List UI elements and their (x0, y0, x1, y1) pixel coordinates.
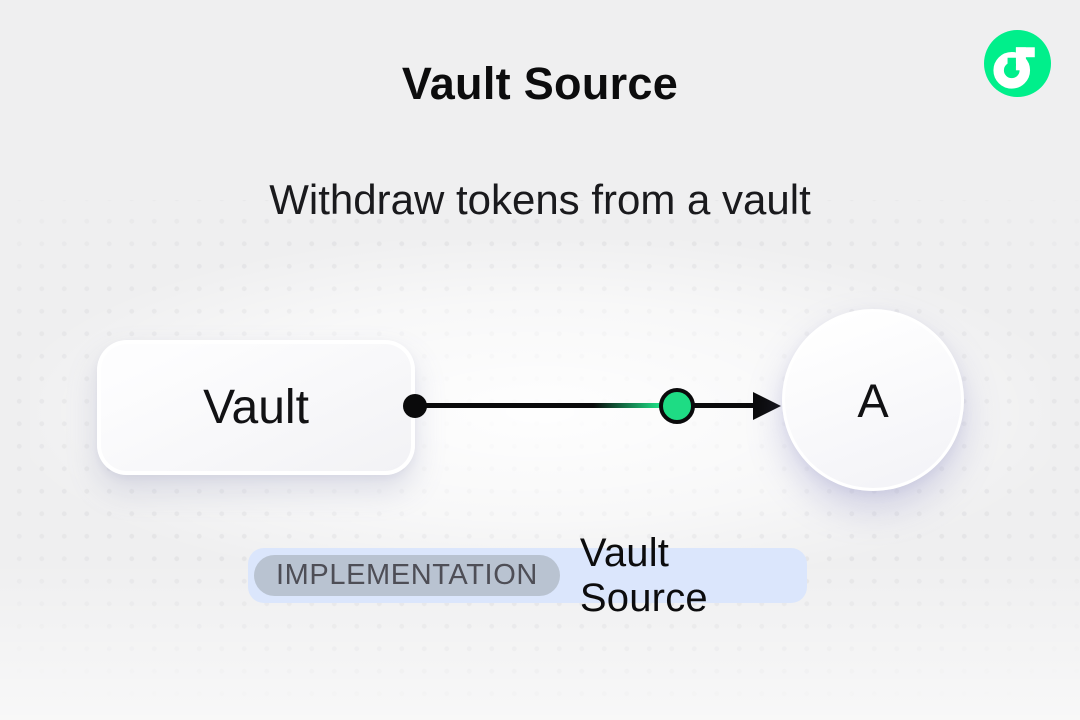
implementation-tag: IMPLEMENTATION (254, 555, 560, 596)
account-node: A (782, 309, 964, 491)
flow-logo-icon (984, 30, 1051, 97)
connector-line (415, 403, 758, 408)
account-node-label: A (857, 373, 889, 427)
implementation-label: Vault Source (579, 530, 708, 620)
connector-capability-node-icon (659, 388, 695, 424)
implementation-badge: IMPLEMENTATION Vault Source (248, 531, 807, 620)
arrowhead-icon (753, 392, 781, 420)
vault-node-label: Vault (203, 381, 309, 434)
page-title: Vault Source (401, 58, 679, 109)
vault-node: Vault (97, 340, 415, 475)
page-subtitle: Withdraw tokens from a vault (269, 176, 811, 223)
